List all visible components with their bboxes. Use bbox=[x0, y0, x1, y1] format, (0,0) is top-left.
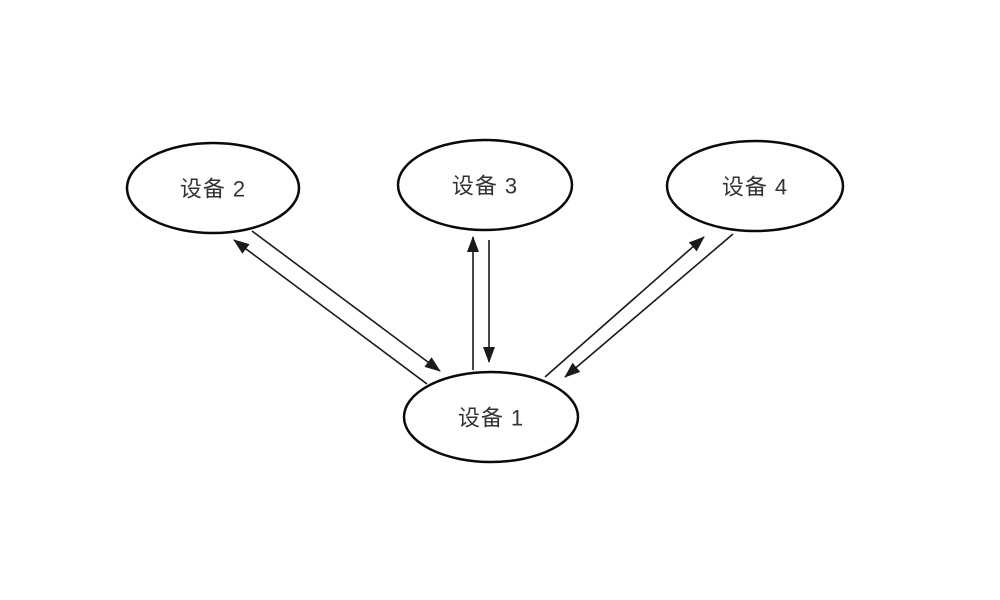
node-device-2-ellipse bbox=[125, 141, 301, 235]
edge-device4-to-device1 bbox=[564, 233, 734, 378]
node-device-1: 设备 1 bbox=[402, 370, 580, 464]
node-device-2: 设备 2 bbox=[125, 141, 301, 235]
edge-device2-to-device1 bbox=[251, 230, 441, 372]
node-device-3: 设备 3 bbox=[396, 138, 574, 232]
node-device-3-ellipse bbox=[396, 138, 574, 232]
node-device-1-label: 设备 1 bbox=[458, 406, 524, 431]
edge-device1-to-device2 bbox=[233, 239, 428, 385]
node-device-3-label: 设备 3 bbox=[452, 174, 518, 199]
node-device-4-ellipse bbox=[665, 139, 845, 233]
node-device-1-ellipse bbox=[402, 370, 580, 464]
node-device-4: 设备 4 bbox=[665, 139, 845, 233]
edge-device1-to-device4 bbox=[544, 236, 705, 378]
node-device-2-label: 设备 2 bbox=[180, 177, 246, 202]
node-device-4-label: 设备 4 bbox=[722, 175, 788, 200]
